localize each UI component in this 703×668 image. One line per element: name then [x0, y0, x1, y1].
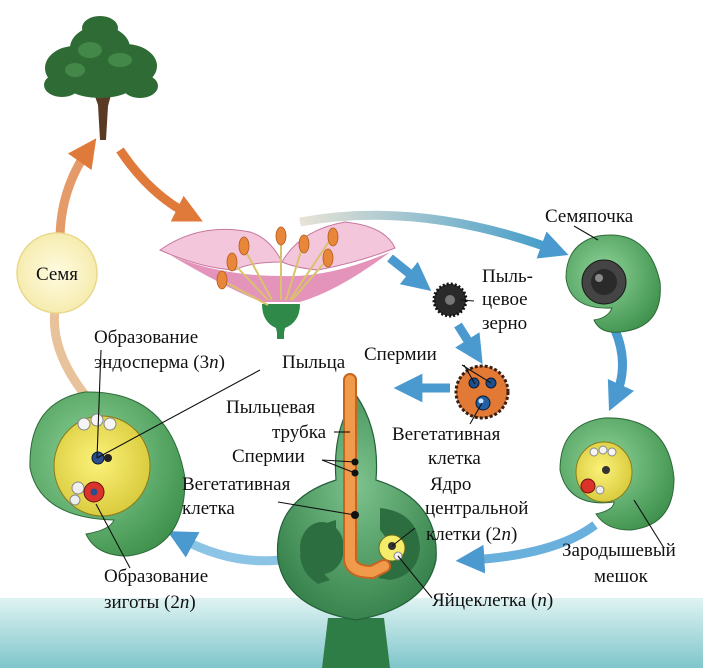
arrow-pollen-grain-to-germinated — [458, 325, 475, 352]
embryo-sac-label-1: Зародышевый — [562, 540, 676, 561]
arrow-flower-to-pollen-grain — [390, 258, 420, 282]
embryo-sac-label-2: мешок — [594, 566, 649, 587]
arrow-tree-to-flower — [120, 150, 190, 215]
veg-cell-left-label-2: клетка — [182, 498, 235, 519]
endosperm-label-2: эндосперма (3n) — [94, 352, 225, 373]
central-nucleus-label-3: клетки (2n) — [426, 524, 517, 545]
zygote-label-2: зиготы (2n) — [104, 592, 196, 613]
egg-cell-label: Яйцеклетка (n) — [432, 590, 553, 611]
pollen-grain-label-3: зерно — [482, 313, 527, 334]
veg-cell-left-label-1: Вегетативная — [182, 474, 291, 495]
central-nucleus-label-2: центральной — [425, 498, 528, 519]
pollen-grain-label-2: цевое — [482, 289, 528, 310]
ovule-top-right — [566, 235, 660, 332]
tree-icon — [44, 16, 158, 140]
arrow-seed-to-tree — [60, 150, 88, 240]
arrow-ovule-to-embryo-sac — [615, 330, 623, 398]
zygote-label-1: Образование — [104, 566, 208, 587]
pollen-grain-label-1: Пыль- — [482, 266, 533, 287]
pollen-label: Пыльца — [282, 352, 346, 373]
flower-icon — [160, 222, 395, 339]
arrow-pistil-to-fertilized-ovule — [180, 538, 280, 561]
pollen-tube-label-1: Пыльцевая — [226, 397, 315, 418]
sperms-mid-label: Спермии — [232, 446, 305, 467]
endosperm-label-1: Образование — [94, 327, 198, 348]
pollen-tube-label-2: трубка — [272, 422, 327, 443]
embryo-sac-ovule — [560, 418, 674, 530]
central-nucleus-label-1: Ядро — [430, 474, 471, 495]
ovule-label: Семяпочка — [545, 206, 634, 227]
seed-label: Семя — [36, 264, 78, 285]
fertilized-ovule — [30, 392, 185, 556]
arrow-ovule-to-seed — [54, 310, 85, 395]
sperms-top-label: Спермии — [364, 344, 437, 365]
germinated-pollen-icon — [456, 366, 508, 418]
veg-cell-right-label-2: клетка — [428, 448, 481, 469]
veg-cell-right-label-1: Вегетативная — [392, 424, 501, 445]
